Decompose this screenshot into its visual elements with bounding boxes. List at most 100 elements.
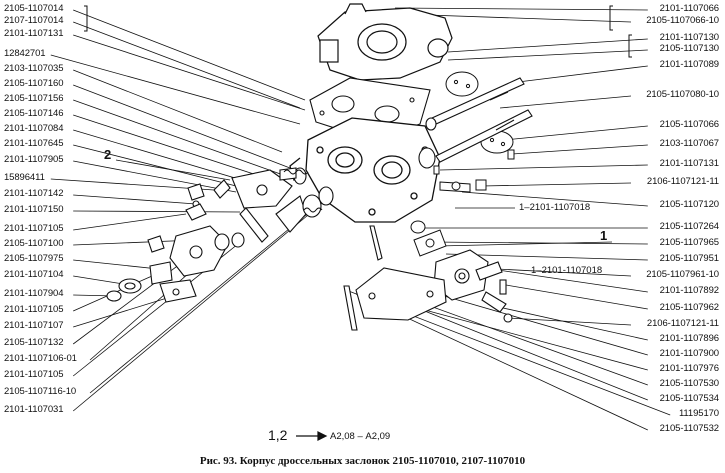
leader-line <box>497 269 648 293</box>
part-number-left: 2101-1107104 <box>4 269 64 280</box>
leader-line <box>73 9 306 101</box>
leader-line <box>73 210 241 213</box>
part-number-left: 2105-1107146 <box>4 108 64 119</box>
part-number-left: 2105-1107160 <box>4 78 64 89</box>
lower-linkage <box>343 225 447 331</box>
carburetor-top-housing <box>317 3 453 81</box>
part-number-right: 2101-1107900 <box>659 348 719 359</box>
callout-number: 2 <box>104 147 112 162</box>
leader-line <box>477 267 632 277</box>
leader-line <box>461 191 648 207</box>
legend-range: А2,08 – А2,09 <box>330 431 391 442</box>
small-parts-right <box>410 149 515 257</box>
part-number-right: 2105-1107066 <box>659 119 719 130</box>
leader-line <box>73 114 273 181</box>
part-number-right: 2101-1107130 <box>659 32 719 43</box>
part-number-left: 2101-1107150 <box>4 204 64 215</box>
part-number-left: 2101-1107106-01 <box>4 353 77 364</box>
leader-line <box>72 199 327 412</box>
part-number-right: 2101-1107976 <box>659 363 719 374</box>
leader-line <box>115 159 231 181</box>
leader-line <box>73 99 287 177</box>
part-number-right: 2101-1107892 <box>659 285 719 296</box>
left-levers <box>187 167 334 243</box>
leader-line <box>73 84 291 169</box>
leader-line <box>447 38 648 53</box>
leader-line <box>517 65 648 83</box>
part-number-right: 2105-1107962 <box>659 302 719 313</box>
part-number-left: 12842701 <box>4 48 46 59</box>
part-number-right: 2101-1107066 <box>659 3 719 14</box>
part-number-right: 2106-1107121-11 <box>646 318 719 329</box>
leader-line <box>511 144 648 155</box>
part-number-right: 2101-1107089 <box>659 59 719 70</box>
part-number-left: 2101-1107645 <box>4 138 64 149</box>
leader-line <box>73 129 263 187</box>
part-number-left: 2105-1107014 <box>4 3 64 14</box>
part-number-left: 2105-1107156 <box>4 93 64 104</box>
part-number-left: 2107-1107014 <box>4 15 64 26</box>
part-number-right: 2101-1107896 <box>659 333 719 344</box>
leader-line <box>89 209 313 394</box>
part-number-right: 2105-1107130 <box>659 43 719 54</box>
part-number-left: 2101-1107131 <box>4 28 64 39</box>
part-number-middle: 1–2101-1107018 <box>531 265 603 276</box>
leader-line <box>437 241 613 247</box>
part-number-left: 2105-1107116-10 <box>4 386 77 397</box>
leader-line <box>443 295 648 356</box>
part-number-middle: 1–2101-1107018 <box>519 202 591 213</box>
part-number-left: 2101-1107031 <box>4 404 64 415</box>
left-lower-assembly <box>106 203 245 303</box>
part-number-left: 2101-1107905 <box>4 154 64 165</box>
leader-line <box>73 293 181 328</box>
part-number-right: 2105-1107080-10 <box>646 89 719 100</box>
part-number-left: 15896411 <box>4 172 45 183</box>
leader-line <box>73 69 283 153</box>
pump-assembly <box>433 249 513 323</box>
part-number-right: 2105-1107532 <box>659 423 719 434</box>
leader-line <box>73 160 237 193</box>
part-number-right: 2103-1107067 <box>659 138 719 149</box>
part-number-left: 2101-1107105 <box>4 369 64 380</box>
leader-line <box>507 317 632 326</box>
part-number-left: 2105-1107975 <box>4 253 64 264</box>
part-number-left: 2101-1107107 <box>4 320 64 331</box>
leader-line <box>73 213 187 231</box>
part-number-right: 2105-1107066-10 <box>646 15 719 26</box>
part-number-right: 2105-1107951 <box>659 253 719 264</box>
part-number-left: 2105-1107132 <box>4 337 64 348</box>
part-number-right: 2105-1107961-10 <box>646 269 719 280</box>
leader-line <box>50 178 215 191</box>
leader-line <box>481 182 632 187</box>
part-number-right: 11195170 <box>678 408 719 419</box>
leader-line <box>409 305 648 371</box>
part-number-right: 2105-1107965 <box>659 237 719 248</box>
leader-line <box>499 95 632 109</box>
leader-line <box>445 253 648 261</box>
legend-arrow <box>296 431 328 441</box>
leader-line <box>439 164 648 171</box>
part-number-left: 2105-1107100 <box>4 238 64 249</box>
leader-line <box>50 54 301 125</box>
leader-line <box>73 194 197 205</box>
figure-caption: Рис. 93. Корпус дроссельных заслонок 210… <box>199 455 526 467</box>
leader-line <box>503 125 648 141</box>
part-number-right: 2105-1107120 <box>659 199 719 210</box>
callout-number: 1 <box>600 228 608 243</box>
leader-line <box>493 305 648 341</box>
leader-line <box>73 21 301 109</box>
part-number-left: 2101-1107142 <box>4 188 64 199</box>
label-brackets <box>84 5 632 58</box>
part-number-left: 2103-1107035 <box>4 63 64 74</box>
part-number-left: 2101-1107105 <box>4 304 64 315</box>
leader-line <box>72 251 197 345</box>
legend-numbers: 1,2 <box>268 427 288 443</box>
part-number-right: 2105-1107530 <box>659 378 719 389</box>
part-number-right: 2105-1107534 <box>659 393 719 404</box>
leader-line <box>394 7 648 11</box>
throttle-shafts <box>418 77 533 169</box>
part-number-left: 2101-1107904 <box>4 288 64 299</box>
part-number-right: 2101-1107131 <box>659 158 719 169</box>
